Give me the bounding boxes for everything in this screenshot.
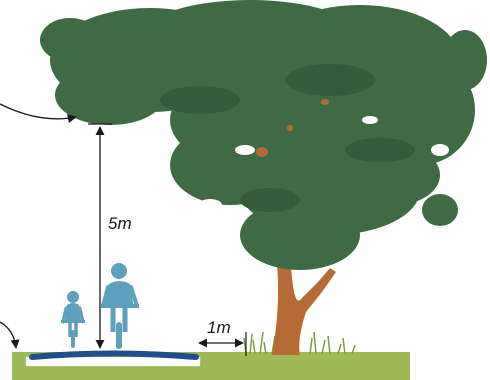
path-callout-leader: [0, 322, 16, 348]
path-surface: [32, 354, 196, 358]
person-on-bicycle-icon: [101, 263, 139, 349]
child-on-bicycle-icon: [61, 291, 85, 348]
height-clearance-label: 5m: [108, 214, 132, 233]
side-clearance-label: 1m: [207, 318, 231, 337]
